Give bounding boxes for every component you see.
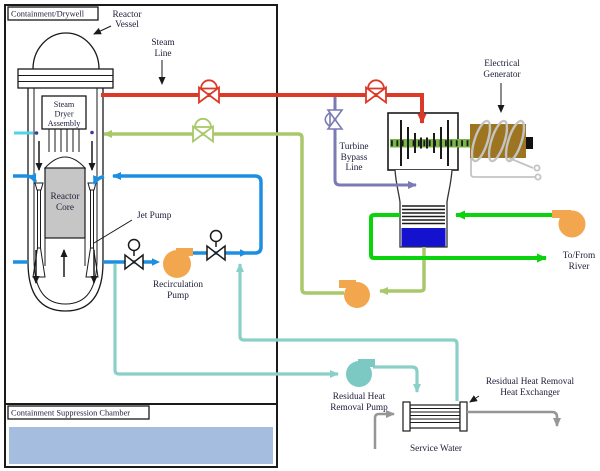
circulating-water-pipe: [369, 210, 556, 263]
recirculation-pump: [163, 248, 193, 278]
rhr-pipe: [113, 263, 459, 401]
turbine-bypass-pipe: [333, 97, 417, 189]
suppression-chamber-label: Containment Suppression Chamber: [11, 409, 130, 418]
to-from-river-label-1: To/From: [563, 251, 596, 261]
recirc-pump-label-2: Pump: [167, 291, 189, 301]
turbine-stop-valve: [365, 79, 387, 105]
vessel-flow-arrows: [32, 141, 98, 284]
reactor-vessel-label-2: Vessel: [115, 20, 139, 30]
condenser-tubes: [402, 205, 445, 225]
turbine-blades: [400, 120, 449, 166]
generator-shaft-stub: [526, 137, 533, 149]
feedwater-line-pipe: [103, 130, 426, 295]
to-from-river-label-2: River: [569, 262, 591, 272]
rhr-heat-exchanger: [402, 401, 468, 432]
rhr-hx-label-1: Residual Heat Removal: [486, 377, 575, 387]
vessel-dome: [32, 32, 100, 70]
reactor-core: [44, 167, 86, 239]
turbine: [387, 112, 470, 171]
jet-pump-label: Jet Pump: [137, 211, 172, 221]
condensate-pump: [339, 280, 370, 308]
turbine-bypass-label-2: Bypass: [341, 153, 368, 163]
generator-wires: [470, 157, 542, 181]
steam-separator-standpipes: [48, 129, 80, 152]
main-steam-isolation-valve: [198, 79, 220, 105]
recirc-discharge-valve: [206, 229, 226, 262]
steam-dryer-label-2: Dryer: [54, 110, 73, 119]
steam-dryer-label-3: Assembly: [48, 119, 82, 128]
suppression-water: [9, 427, 273, 464]
reactor-vessel-label-1: Reactor: [113, 10, 143, 20]
rhr-pump-label-1: Residual Heat: [333, 392, 386, 402]
labels: Containment/Drywell Containment Suppress…: [11, 10, 596, 455]
vessel-outer-wall: [27, 88, 104, 312]
condenser: [394, 169, 453, 248]
steam-dryer-assembly: [41, 95, 87, 130]
generator-coils: [470, 119, 526, 163]
service-water-pipe: [373, 410, 561, 449]
rhr-pump: [346, 359, 375, 387]
steam-line-label-1: Steam: [151, 38, 175, 48]
reactor-core-label-2: Core: [56, 203, 74, 213]
recirc-pump-label-1: Recirculation: [153, 280, 203, 290]
containment-suppression-chamber-box: [4, 403, 278, 468]
electrical-generator: [470, 119, 542, 181]
reactor-vessel: [17, 32, 114, 312]
rhr-pump-label-2: Removal Pump: [330, 403, 388, 413]
containment-drywell-label: Containment/Drywell: [11, 10, 85, 19]
condenser-hotwell: [401, 228, 446, 247]
reactor-core-label-1: Reactor: [51, 192, 81, 202]
recirc-suction-valve: [124, 238, 144, 271]
feedwater-stub-pipe: [14, 130, 94, 135]
turbine-bypass-valve: [324, 109, 344, 130]
vessel-flange: [17, 68, 114, 89]
turbine-bypass-label-1: Turbine: [339, 142, 368, 152]
feedwater-valve: [192, 117, 214, 144]
steam-line-label-2: Line: [154, 49, 171, 59]
generator-label-1: Electrical: [484, 59, 520, 69]
steam-dryer-label-1: Steam: [54, 100, 75, 109]
label-pointers: [93, 25, 505, 403]
service-water-label: Service Water: [410, 444, 463, 454]
rhr-hx-label-2: Heat Exchanger: [500, 388, 561, 398]
hx-tubes: [410, 407, 460, 424]
generator-label-2: Generator: [483, 70, 521, 80]
turbine-bypass-label-3: Line: [345, 163, 362, 173]
circulating-water-pump: [552, 210, 586, 238]
